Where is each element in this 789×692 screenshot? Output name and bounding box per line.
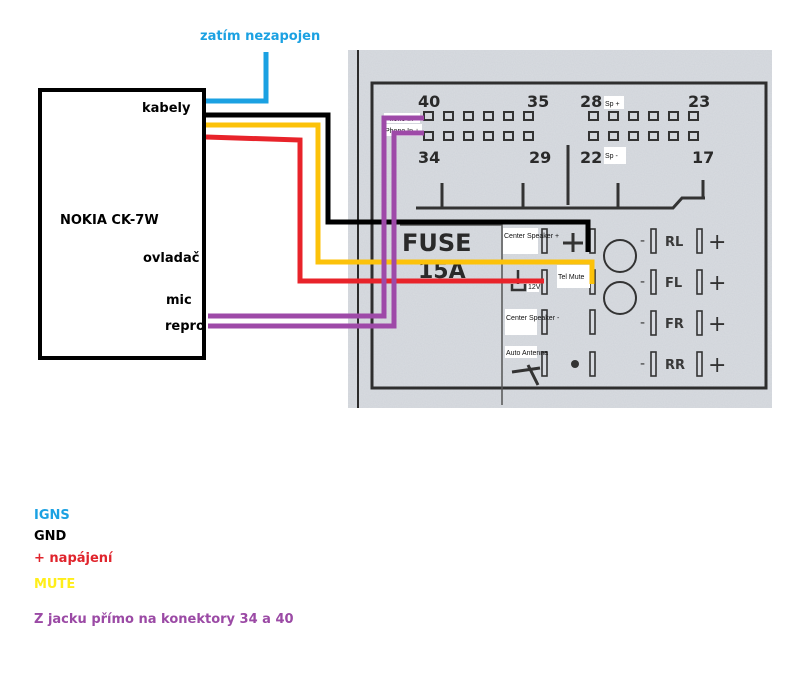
wire-mute <box>206 122 595 284</box>
pin-number-28: 28 <box>580 92 602 111</box>
connector-pin <box>423 131 434 141</box>
connector-pin <box>648 111 659 121</box>
fuse-label: FUSE <box>402 229 472 257</box>
spade-terminal <box>541 228 548 254</box>
channel-label-rr: RR <box>665 358 685 373</box>
spade-terminal <box>541 351 548 377</box>
connector-circle <box>603 239 637 273</box>
pin-number-23: 23 <box>688 92 710 111</box>
spade-terminal <box>541 309 548 335</box>
nokia-ck7w-box <box>38 88 206 360</box>
spade-terminal <box>696 351 703 377</box>
channel-label-fr: FR <box>665 317 684 332</box>
svg-text:Center Speaker -: Center Speaker - <box>506 315 560 322</box>
pin-number-29: 29 <box>529 148 551 167</box>
channel-label-rl: RL <box>665 235 683 250</box>
svg-text:12V: 12V <box>528 284 541 291</box>
spade-terminal <box>589 351 596 377</box>
connector-pin <box>688 131 699 141</box>
pin-number-22: 22 <box>580 148 602 167</box>
connector-pin <box>668 131 679 141</box>
svg-text:Tel Mute: Tel Mute <box>558 274 585 281</box>
plus-sign: + <box>708 312 726 337</box>
connector-pin <box>523 131 534 141</box>
connector-circle <box>603 281 637 315</box>
wire-ign <box>206 52 269 104</box>
wire-gnd <box>206 112 591 252</box>
wire-power <box>205 134 544 284</box>
connector-pin <box>608 111 619 121</box>
port-label-mic: mic <box>166 293 192 308</box>
pin-label-center-speaker-minus: Center Speaker - <box>505 309 560 335</box>
pin-grid <box>423 111 699 141</box>
not-connected-note: zatím nezapojen <box>200 29 320 44</box>
connector-pin <box>628 111 639 121</box>
connector-pin <box>588 131 599 141</box>
svg-text:Sp -: Sp - <box>605 153 619 160</box>
minus-sign: - <box>640 356 645 372</box>
connector-pin <box>648 131 659 141</box>
svg-text:Sp +: Sp + <box>605 101 620 108</box>
pin-number-35: 35 <box>527 92 549 111</box>
connector-pin <box>588 111 599 121</box>
connector-pin <box>608 131 619 141</box>
spade-terminal <box>696 310 703 336</box>
plus-sign: + <box>708 230 726 255</box>
connector-pin <box>523 111 534 121</box>
port-label-control: ovladač <box>143 251 199 266</box>
spade-terminal <box>589 228 596 254</box>
channel-label-fl: FL <box>665 276 682 291</box>
plus-sign: + <box>708 353 726 378</box>
legend-audio: Z jacku přímo na konektory 34 a 40 <box>34 612 294 627</box>
plus-sign: + <box>708 271 726 296</box>
minus-sign: - <box>640 274 645 290</box>
spade-terminal <box>650 310 657 336</box>
device-name: NOKIA CK-7W <box>60 213 159 228</box>
connector-pin <box>503 131 514 141</box>
spade-terminal <box>650 228 657 254</box>
svg-text:Auto Antenna: Auto Antenna <box>506 350 548 357</box>
minus-sign: - <box>640 315 645 331</box>
connector-photo: 40 35 34 29 28 23 22 17 FUSE 15A -RL+-FL… <box>348 50 772 408</box>
spade-terminal <box>589 309 596 335</box>
spade-terminal <box>696 269 703 295</box>
connector-pin <box>688 111 699 121</box>
legend-power: + napájení <box>34 551 113 566</box>
wire-mic-audio <box>208 115 424 319</box>
wire-speaker-audio <box>208 130 424 329</box>
pin-label-auto-antenna: Auto Antenna <box>505 346 548 358</box>
pin-label-sp-plus: Sp + <box>604 96 624 109</box>
spade-terminal <box>650 351 657 377</box>
connector-pin <box>483 111 494 121</box>
connector-pin <box>463 111 474 121</box>
pin-number-17: 17 <box>692 148 714 167</box>
connector-pin <box>443 131 454 141</box>
connector-pin <box>668 111 679 121</box>
wires <box>205 52 595 329</box>
spade-terminal <box>650 269 657 295</box>
connector-pin <box>628 131 639 141</box>
pin-number-34: 34 <box>418 148 440 167</box>
pin-label-sp-minus: Sp - <box>604 147 626 164</box>
port-label-speaker: repro <box>165 319 205 334</box>
svg-text:Center Speaker +: Center Speaker + <box>504 233 559 240</box>
connector-pin <box>443 111 454 121</box>
pin-dot <box>571 360 579 368</box>
pin-number-40: 40 <box>418 92 440 111</box>
legend-igns: IGNS <box>34 508 70 523</box>
legend-gnd: GND <box>34 529 67 544</box>
speaker-channels: - RL + - FL + - FR + - RR + <box>640 228 726 378</box>
pin-label-tel-mute: Tel Mute <box>557 265 590 288</box>
pin-label-center-speaker-plus: Center Speaker + <box>503 228 559 254</box>
connector-pin <box>483 131 494 141</box>
connector-pin <box>463 131 474 141</box>
connector-pin <box>503 111 514 121</box>
minus-sign: - <box>640 233 645 249</box>
legend-mute: MUTE <box>34 577 76 592</box>
port-label-cables: kabely <box>142 101 191 116</box>
spade-terminal <box>696 228 703 254</box>
